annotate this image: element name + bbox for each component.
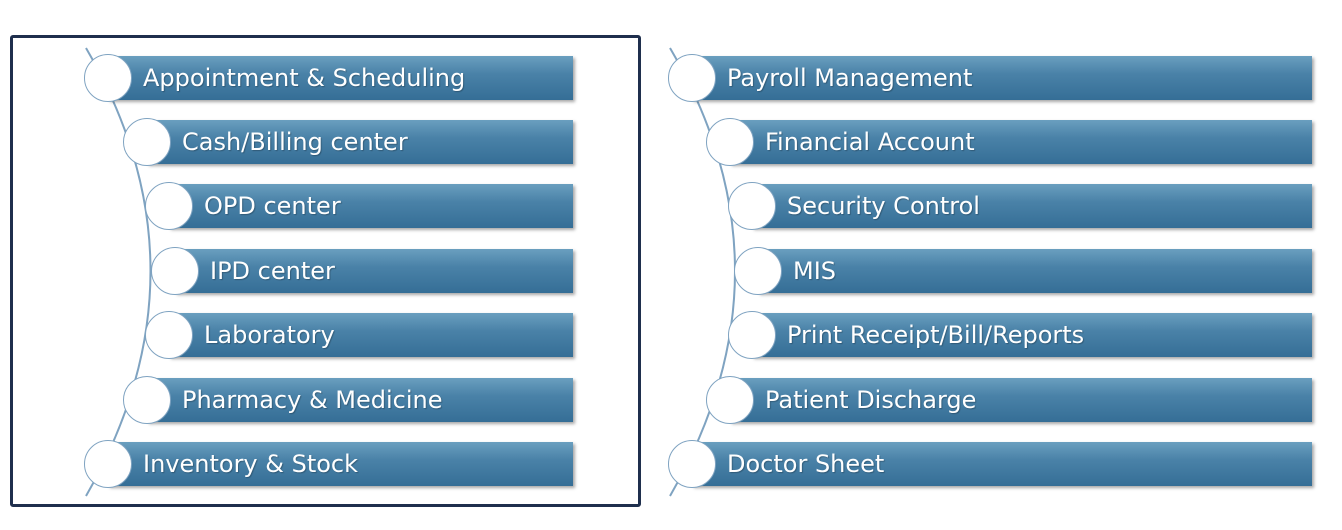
right-module-group: Payroll Management Financial Account Sec…	[660, 0, 1342, 530]
list-item-label: Laboratory	[204, 321, 335, 349]
list-item-security-control: Security Control	[752, 184, 1312, 228]
list-item-label: Security Control	[787, 192, 980, 220]
bullet-circle	[123, 118, 171, 166]
list-item-print-receipt-bill-reports: Print Receipt/Bill/Reports	[752, 313, 1312, 357]
list-item-label: IPD center	[210, 257, 335, 285]
list-item-label: Appointment & Scheduling	[143, 64, 466, 92]
list-item-patient-discharge: Patient Discharge	[730, 378, 1312, 422]
bullet-circle	[728, 311, 776, 359]
list-item-ipd-center: IPD center	[175, 249, 573, 293]
list-item-opd-center: OPD center	[169, 184, 573, 228]
list-item-label: OPD center	[204, 192, 341, 220]
bullet-circle	[668, 440, 716, 488]
bullet-circle	[668, 54, 716, 102]
list-item-pharmacy-medicine: Pharmacy & Medicine	[147, 378, 573, 422]
list-item-laboratory: Laboratory	[169, 313, 573, 357]
list-item-label: Payroll Management	[727, 64, 973, 92]
list-item-label: Pharmacy & Medicine	[182, 386, 443, 414]
bullet-circle	[145, 311, 193, 359]
bullet-circle	[151, 247, 199, 295]
bullet-circle	[734, 247, 782, 295]
list-item-label: Print Receipt/Bill/Reports	[787, 321, 1085, 349]
list-item-financial-account: Financial Account	[730, 120, 1312, 164]
list-item-doctor-sheet: Doctor Sheet	[692, 442, 1312, 486]
bullet-circle	[706, 118, 754, 166]
list-item-cash-billing-center: Cash/Billing center	[147, 120, 573, 164]
bullet-circle	[84, 54, 132, 102]
left-module-group: Appointment & Scheduling Cash/Billing ce…	[0, 0, 660, 530]
list-item-label: Doctor Sheet	[727, 450, 885, 478]
list-item-mis: MIS	[758, 249, 1312, 293]
list-item-label: MIS	[793, 257, 837, 285]
list-item-payroll-management: Payroll Management	[692, 56, 1312, 100]
list-item-label: Cash/Billing center	[182, 128, 408, 156]
bullet-circle	[84, 440, 132, 488]
list-item-appointment-scheduling: Appointment & Scheduling	[108, 56, 573, 100]
list-item-label: Financial Account	[765, 128, 975, 156]
list-item-label: Inventory & Stock	[143, 450, 359, 478]
bullet-circle	[706, 376, 754, 424]
list-item-inventory-stock: Inventory & Stock	[108, 442, 573, 486]
bullet-circle	[145, 182, 193, 230]
bullet-circle	[123, 376, 171, 424]
left-group-frame	[10, 35, 641, 507]
list-item-label: Patient Discharge	[765, 386, 977, 414]
bullet-circle	[728, 182, 776, 230]
